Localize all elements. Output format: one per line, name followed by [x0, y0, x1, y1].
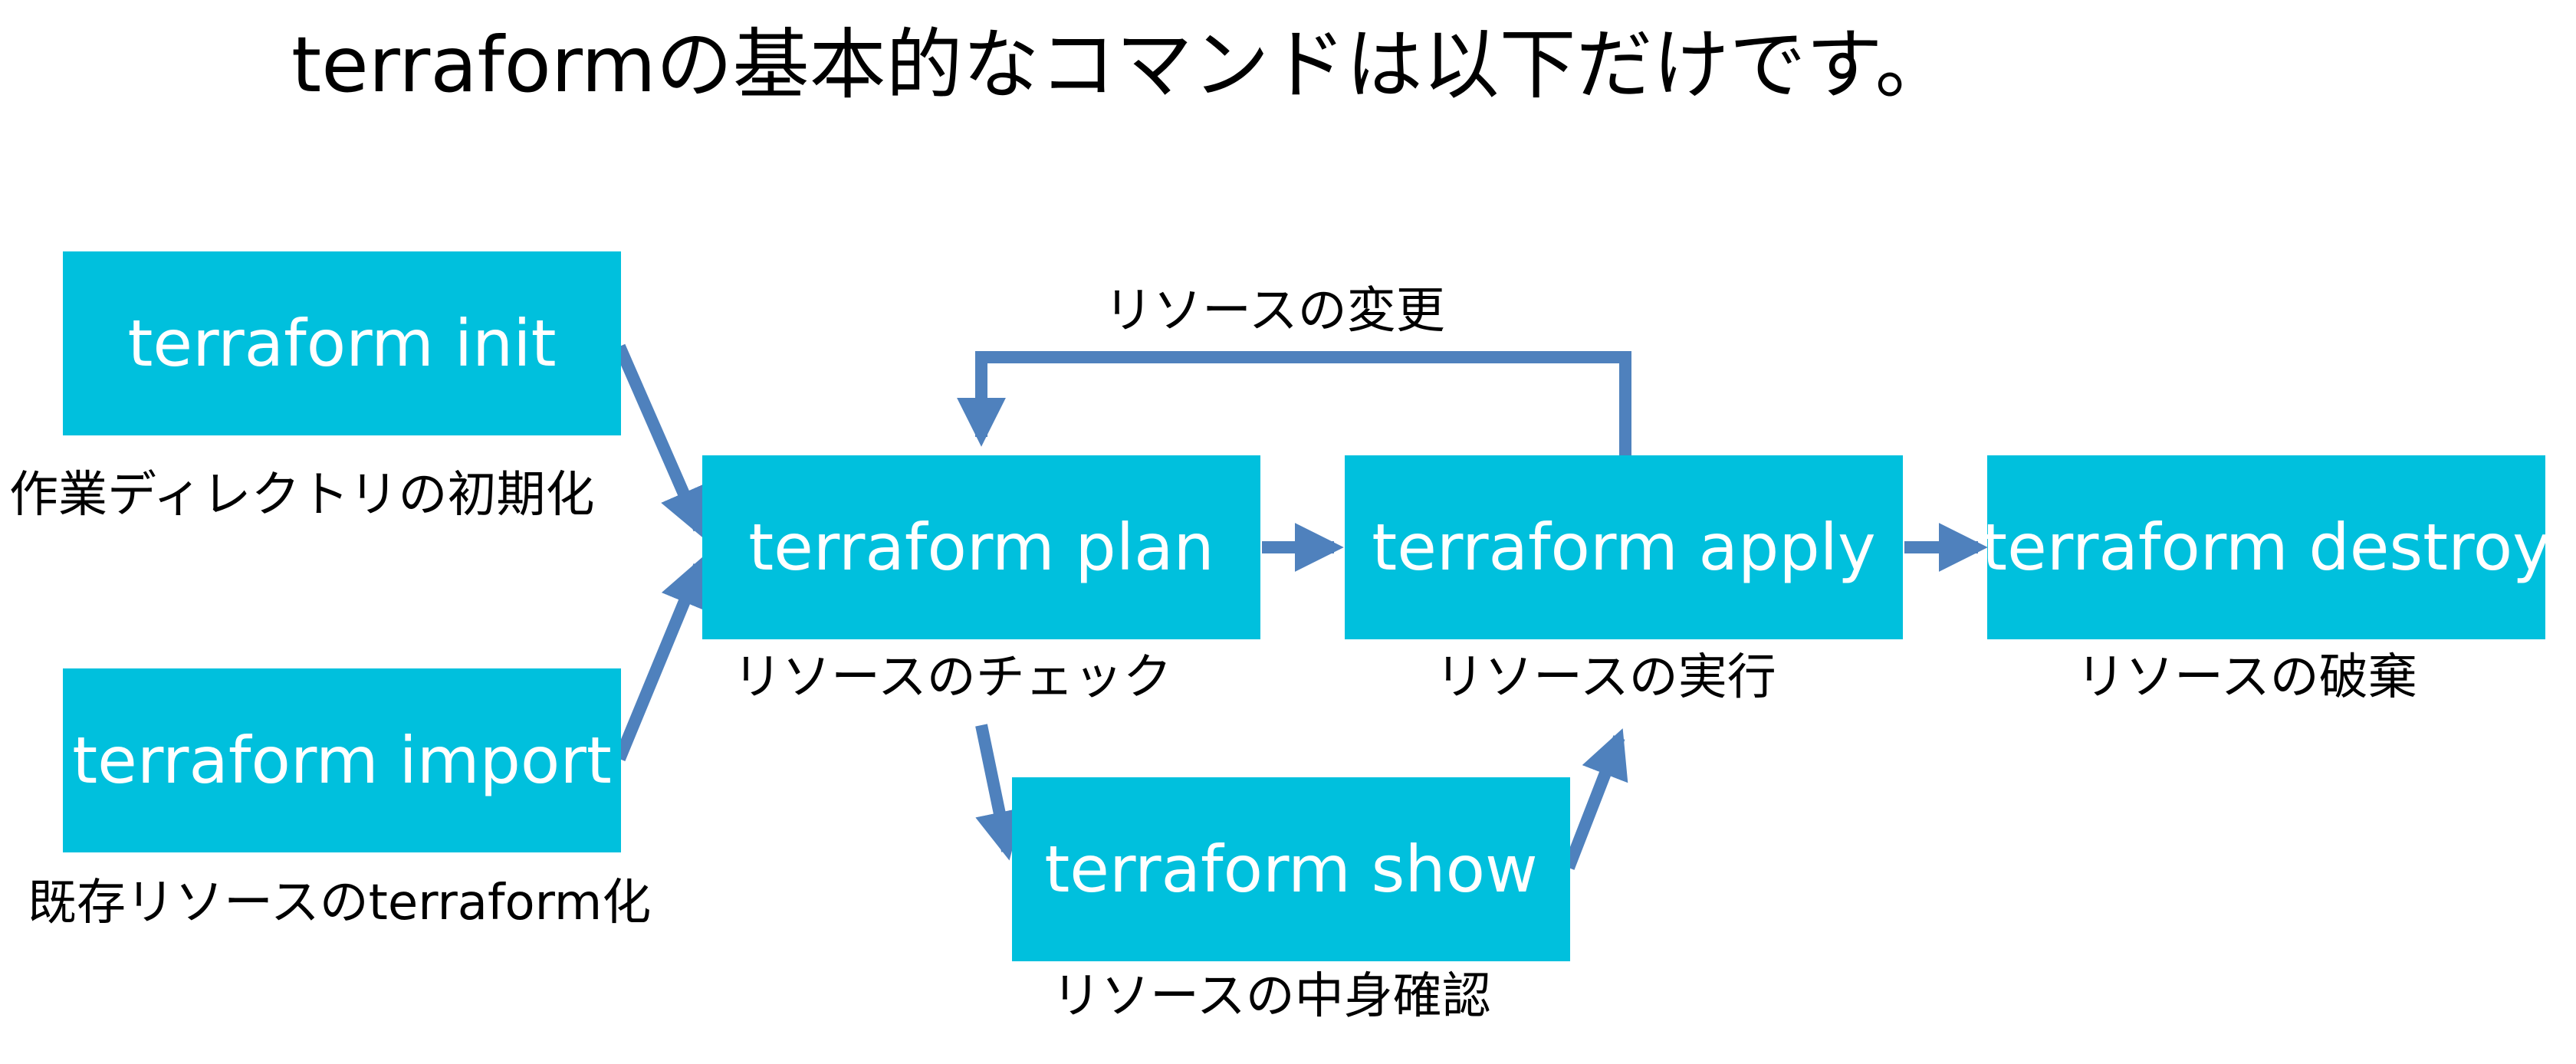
arrow-import-to-plan: [613, 557, 708, 762]
arrow-init-to-plan: [613, 343, 706, 538]
node-terraform-plan: terraform plan: [702, 455, 1260, 639]
node-terraform-init: terraform init: [63, 251, 621, 435]
arrow-plan-to-show: [975, 724, 1024, 861]
caption-plan: リソースのチェック: [733, 649, 1172, 706]
caption-init: 作業ディレクトリの初期化: [9, 467, 595, 524]
node-terraform-show: terraform show: [1012, 777, 1570, 961]
edge-label-apply-to-plan: リソースの変更: [1104, 283, 1445, 340]
caption-show: リソースの中身確認: [1052, 968, 1491, 1025]
node-terraform-destroy: terraform destroy: [1982, 455, 2551, 639]
page-title: terraformの基本的なコマンドは以下だけです。: [291, 20, 1952, 110]
caption-import: 既存リソースのterraform化: [28, 875, 652, 931]
node-terraform-import: terraform import: [63, 668, 621, 852]
arrow-show-to-apply: [1562, 728, 1628, 870]
arrow-apply-to-plan-loop: [957, 351, 1631, 455]
node-terraform-apply: terraform apply: [1345, 455, 1903, 639]
caption-apply: リソースの実行: [1435, 649, 1776, 706]
caption-destroy: リソースの破棄: [2076, 649, 2417, 706]
